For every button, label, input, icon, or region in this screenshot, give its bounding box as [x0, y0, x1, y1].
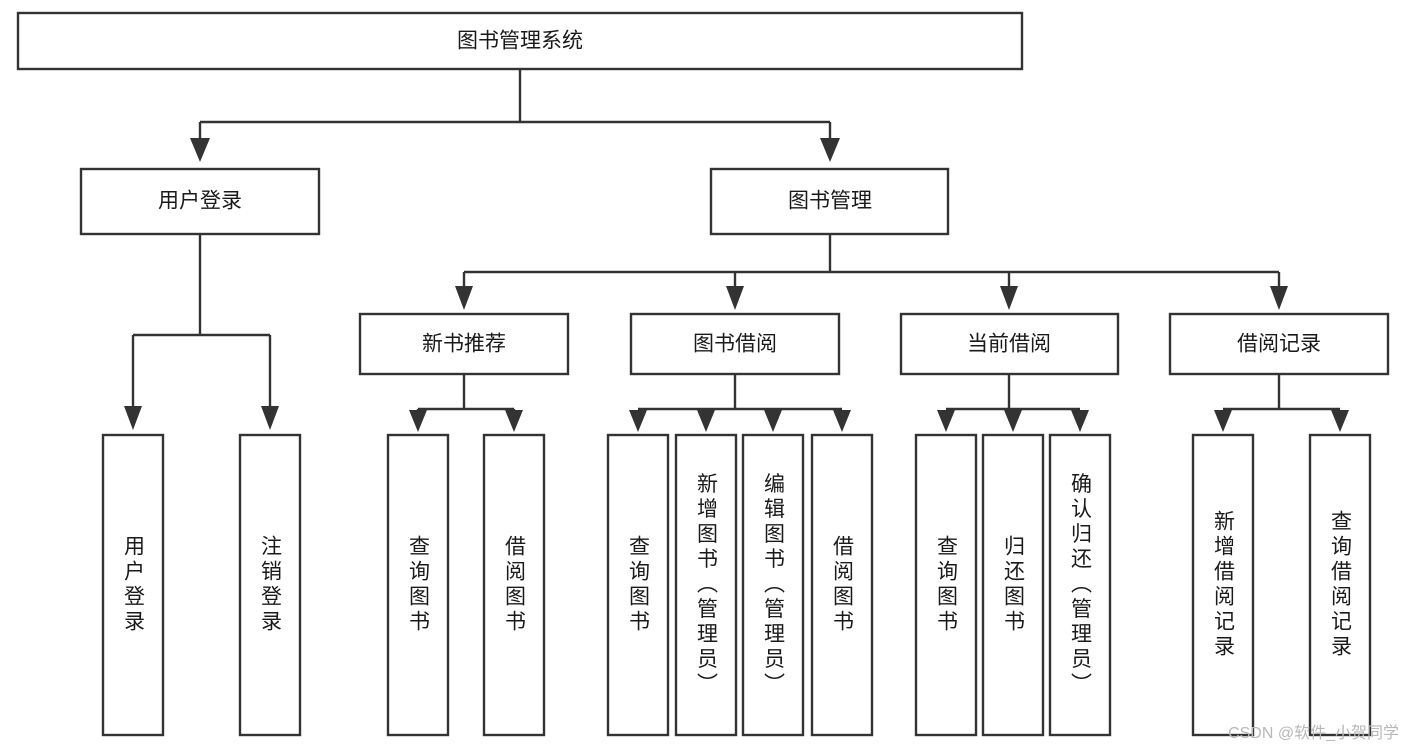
node-leaf-confirm-return-admin[interactable]: 确认归还（管理员）	[1048, 433, 1112, 737]
connector-group-borrow-record	[1214, 374, 1349, 432]
node-box-book-management[interactable]	[709, 167, 950, 236]
node-book-management[interactable]: 图书管理	[709, 167, 950, 236]
node-box-leaf-confirm-return-admin[interactable]	[1048, 433, 1112, 737]
node-label-user-login: 用户登录	[158, 190, 242, 213]
node-box-leaf-query-borrow-record[interactable]	[1308, 433, 1372, 737]
node-label-leaf-add-borrow-record: 新增借阅记录	[1212, 510, 1236, 660]
node-leaf-edit-book-admin[interactable]: 编辑图书（管理员）	[741, 433, 805, 737]
node-box-leaf-borrow-book[interactable]	[810, 433, 874, 737]
node-box-new-book-recommend[interactable]	[358, 312, 570, 376]
arrow-head-leaf-borrow-book	[833, 410, 851, 432]
node-label-current-borrow: 当前借阅	[967, 333, 1051, 356]
node-label-leaf-borrow-book-recommend: 借阅图书	[503, 535, 527, 635]
node-leaf-add-borrow-record[interactable]: 新增借阅记录	[1191, 433, 1255, 737]
arrow-head-borrow-record	[1270, 286, 1288, 310]
node-label-leaf-query-book-recommend: 查询图书	[407, 535, 431, 635]
arrow-head-leaf-borrow-book-recommend	[505, 410, 523, 432]
node-box-leaf-edit-book-admin[interactable]	[741, 433, 805, 737]
node-box-leaf-borrow-book-recommend[interactable]	[482, 433, 546, 737]
node-label-book-management: 图书管理	[788, 190, 872, 213]
node-label-leaf-add-book-admin: 新增图书（管理员）	[695, 473, 719, 698]
arrow-head-leaf-query-book-borrow	[629, 410, 647, 432]
connector-group-new-book-recommend	[409, 374, 523, 432]
node-label-leaf-query-borrow-record: 查询借阅记录	[1329, 510, 1353, 660]
connector-group-current-borrow	[937, 374, 1089, 432]
node-box-borrow-record[interactable]	[1168, 312, 1390, 376]
node-leaf-query-borrow-record[interactable]: 查询借阅记录	[1308, 433, 1372, 737]
csdn-watermark: CSDN @软件_小贺同学	[1228, 725, 1399, 742]
node-system-root[interactable]: 图书管理系统	[16, 11, 1024, 71]
node-label-leaf-logout: 注销登录	[259, 535, 283, 635]
node-box-user-login[interactable]	[79, 167, 321, 236]
node-user-login[interactable]: 用户登录	[79, 167, 321, 236]
connector-group-book-borrow	[629, 374, 851, 432]
node-leaf-query-book-recommend[interactable]: 查询图书	[386, 433, 450, 737]
node-new-book-recommend[interactable]: 新书推荐	[358, 312, 570, 376]
node-box-leaf-add-book-admin[interactable]	[674, 433, 738, 737]
arrow-head-leaf-logout	[261, 406, 279, 430]
arrow-head-book-borrow	[726, 286, 744, 310]
node-box-leaf-query-book-recommend[interactable]	[386, 433, 450, 737]
node-current-borrow[interactable]: 当前借阅	[899, 312, 1120, 376]
arrow-head-leaf-add-borrow-record	[1214, 410, 1232, 432]
connector-group-user-login	[124, 234, 279, 430]
node-leaf-logout[interactable]: 注销登录	[238, 433, 302, 737]
node-box-leaf-query-book-current[interactable]	[914, 433, 978, 737]
node-label-leaf-edit-book-admin: 编辑图书（管理员）	[762, 473, 786, 698]
node-box-current-borrow[interactable]	[899, 312, 1120, 376]
node-leaf-return-book[interactable]: 归还图书	[981, 433, 1045, 737]
arrow-head-leaf-query-borrow-record	[1331, 410, 1349, 432]
connector-group-book-management	[455, 234, 1288, 310]
node-leaf-borrow-book-recommend[interactable]: 借阅图书	[482, 433, 546, 737]
node-label-borrow-record: 借阅记录	[1237, 333, 1321, 356]
arrow-head-leaf-query-book-recommend	[409, 410, 427, 432]
node-leaf-user-login[interactable]: 用户登录	[101, 433, 165, 737]
node-label-leaf-return-book: 归还图书	[1002, 535, 1026, 635]
node-box-system-root[interactable]	[16, 11, 1024, 71]
node-label-leaf-query-book-borrow: 查询图书	[627, 535, 651, 635]
arrow-head-new-book-recommend	[455, 286, 473, 310]
arrow-head-leaf-confirm-return-admin	[1071, 410, 1089, 432]
node-box-leaf-logout[interactable]	[238, 433, 302, 737]
node-box-leaf-add-borrow-record[interactable]	[1191, 433, 1255, 737]
node-borrow-record[interactable]: 借阅记录	[1168, 312, 1390, 376]
node-box-leaf-return-book[interactable]	[981, 433, 1045, 737]
node-box-book-borrow[interactable]	[629, 312, 841, 376]
node-box-leaf-user-login[interactable]	[101, 433, 165, 737]
node-label-leaf-query-book-current: 查询图书	[935, 535, 959, 635]
arrow-head-leaf-edit-book-admin	[764, 410, 782, 432]
node-label-book-borrow: 图书借阅	[693, 333, 777, 356]
arrow-head-current-borrow	[1000, 286, 1018, 310]
arrow-head-user-login	[190, 138, 210, 162]
arrow-head-leaf-user-login	[124, 406, 142, 430]
node-leaf-query-book-borrow[interactable]: 查询图书	[606, 433, 670, 737]
connector-group-root	[190, 69, 840, 162]
node-label-leaf-confirm-return-admin: 确认归还（管理员）	[1069, 473, 1093, 698]
arrow-head-leaf-return-book	[1004, 410, 1022, 432]
node-box-leaf-query-book-borrow[interactable]	[606, 433, 670, 737]
node-label-new-book-recommend: 新书推荐	[422, 333, 506, 356]
node-label-leaf-user-login: 用户登录	[122, 535, 146, 635]
node-leaf-add-book-admin[interactable]: 新增图书（管理员）	[674, 433, 738, 737]
node-book-borrow[interactable]: 图书借阅	[629, 312, 841, 376]
arrow-head-leaf-add-book-admin	[697, 410, 715, 432]
node-leaf-borrow-book[interactable]: 借阅图书	[810, 433, 874, 737]
arrow-head-leaf-query-book-current	[937, 410, 955, 432]
node-label-leaf-borrow-book: 借阅图书	[831, 535, 855, 635]
arrow-head-book-management	[820, 138, 840, 162]
node-leaf-query-book-current[interactable]: 查询图书	[914, 433, 978, 737]
node-label-system-root: 图书管理系统	[457, 30, 583, 53]
